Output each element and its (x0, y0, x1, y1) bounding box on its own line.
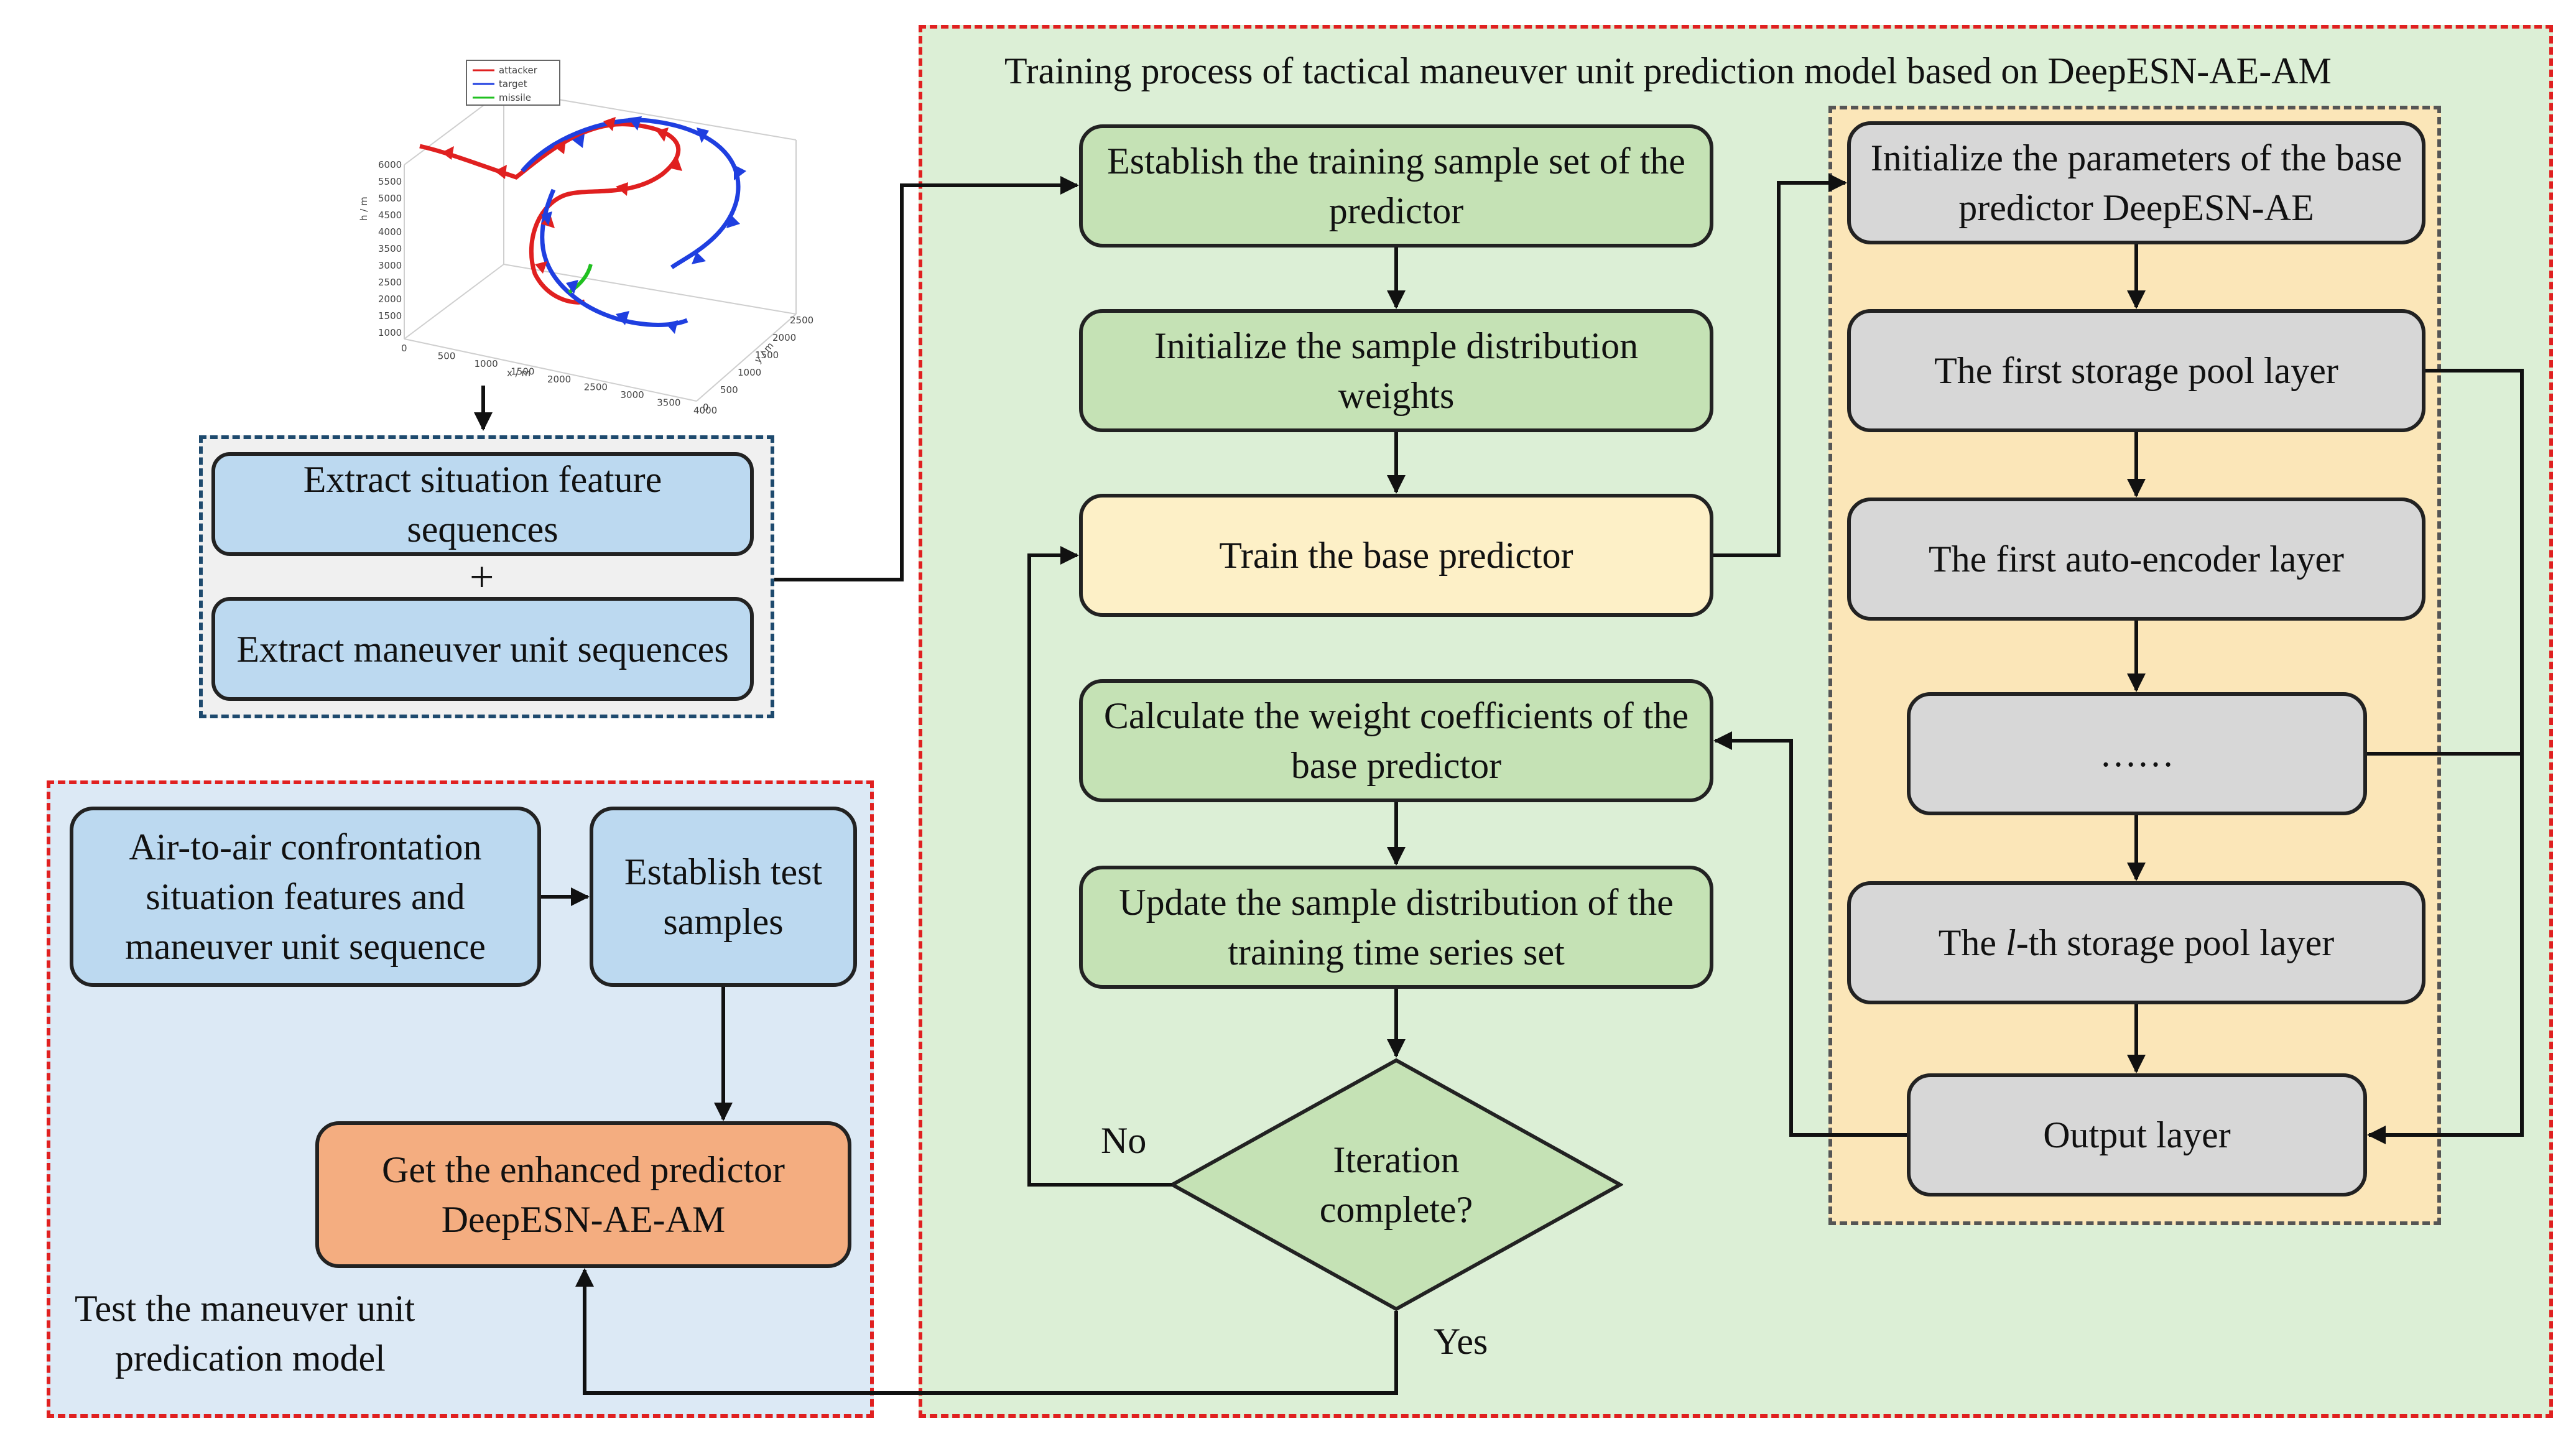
x-tick-label: 2000 (547, 374, 571, 385)
layer-index-variable: l (2006, 922, 2016, 963)
z-tick-label: 4500 (378, 210, 402, 221)
attacker-trajectory (419, 122, 681, 305)
y-tick-label: 500 (720, 384, 738, 396)
test-region-title-line1: Test the maneuver unit (75, 1288, 415, 1329)
establish-test-samples-node: Establish test samples (590, 807, 857, 987)
y-tick-label: 0 (703, 402, 709, 413)
x-tick-label: 2500 (584, 382, 608, 393)
z-tick-label: 3500 (378, 243, 402, 254)
target-trajectory (521, 118, 741, 327)
train-base-predictor-node: Train the base predictor (1079, 494, 1713, 617)
x-tick-label: 3500 (657, 397, 680, 409)
ellipsis-layer-node: …… (1907, 692, 2367, 815)
iteration-decision-label: Iteration complete? (1319, 1139, 1473, 1230)
air-to-air-features-node: Air-to-air confrontation situation featu… (70, 807, 541, 987)
x-tick-label: 500 (438, 351, 456, 362)
extract-maneuver-units-node: Extract maneuver unit sequences (211, 597, 754, 701)
legend-missile: missile (499, 92, 531, 103)
x-tick-label: 1000 (475, 358, 498, 369)
x-tick-label: 3000 (621, 389, 644, 400)
z-tick-label: 2000 (378, 294, 402, 305)
z-tick-label: 2500 (378, 277, 402, 288)
first-autoencoder-node: The first auto-encoder layer (1847, 498, 2425, 621)
enhanced-predictor-node: Get the enhanced predictor DeepESN-AE-AM (315, 1121, 851, 1268)
legend-attacker: attacker (499, 65, 538, 76)
output-layer-node: Output layer (1907, 1073, 2367, 1196)
y-tick-label: 2500 (790, 315, 813, 326)
missile-trajectory (568, 264, 593, 294)
yes-label: Yes (1434, 1321, 1488, 1362)
z-tick-label: 4000 (378, 226, 402, 238)
plus-sign: + (470, 553, 494, 601)
lth-storage-pool-node: The l-th storage pool layer (1847, 881, 2425, 1004)
test-region-title-line2: predication model (115, 1338, 386, 1379)
y-tick-label: 2000 (772, 332, 796, 343)
first-storage-pool-node: The first storage pool layer (1847, 309, 2425, 432)
establish-training-set-node: Establish the training sample set of the… (1079, 124, 1713, 248)
z-tick-label: 6000 (378, 159, 402, 170)
update-sample-distribution-node: Update the sample distribution of the tr… (1079, 866, 1713, 989)
z-tick-label: 3000 (378, 260, 402, 271)
z-tick-label: 5000 (378, 193, 402, 204)
init-sample-weights-node: Initialize the sample distribution weigh… (1079, 309, 1713, 432)
init-parameters-node: Initialize the parameters of the base pr… (1847, 121, 2425, 244)
no-label: No (1101, 1120, 1147, 1161)
training-region-title: Training process of tactical maneuver un… (1004, 50, 2332, 91)
y-tick-label: 1500 (755, 349, 779, 361)
iteration-decision-diamond (1169, 1058, 1623, 1312)
extract-situation-features-node: Extract situation feature sequences (211, 452, 754, 556)
y-tick-label: 1000 (738, 367, 761, 378)
x-tick-label: 1500 (511, 366, 534, 377)
legend-target: target (499, 78, 527, 90)
x-axis-label: x / m (507, 368, 530, 379)
calc-weight-coefficients-node: Calculate the weight coefficients of the… (1079, 679, 1713, 802)
x-tick-label: 4000 (693, 405, 717, 414)
z-tick-label: 5500 (378, 176, 402, 187)
trajectory-plot: attacker target missile (348, 53, 821, 416)
z-tick-label: 1000 (378, 327, 402, 338)
x-tick-label: 0 (401, 343, 407, 354)
z-tick-label: 1500 (378, 310, 402, 322)
z-axis-label: h / m (358, 197, 369, 221)
